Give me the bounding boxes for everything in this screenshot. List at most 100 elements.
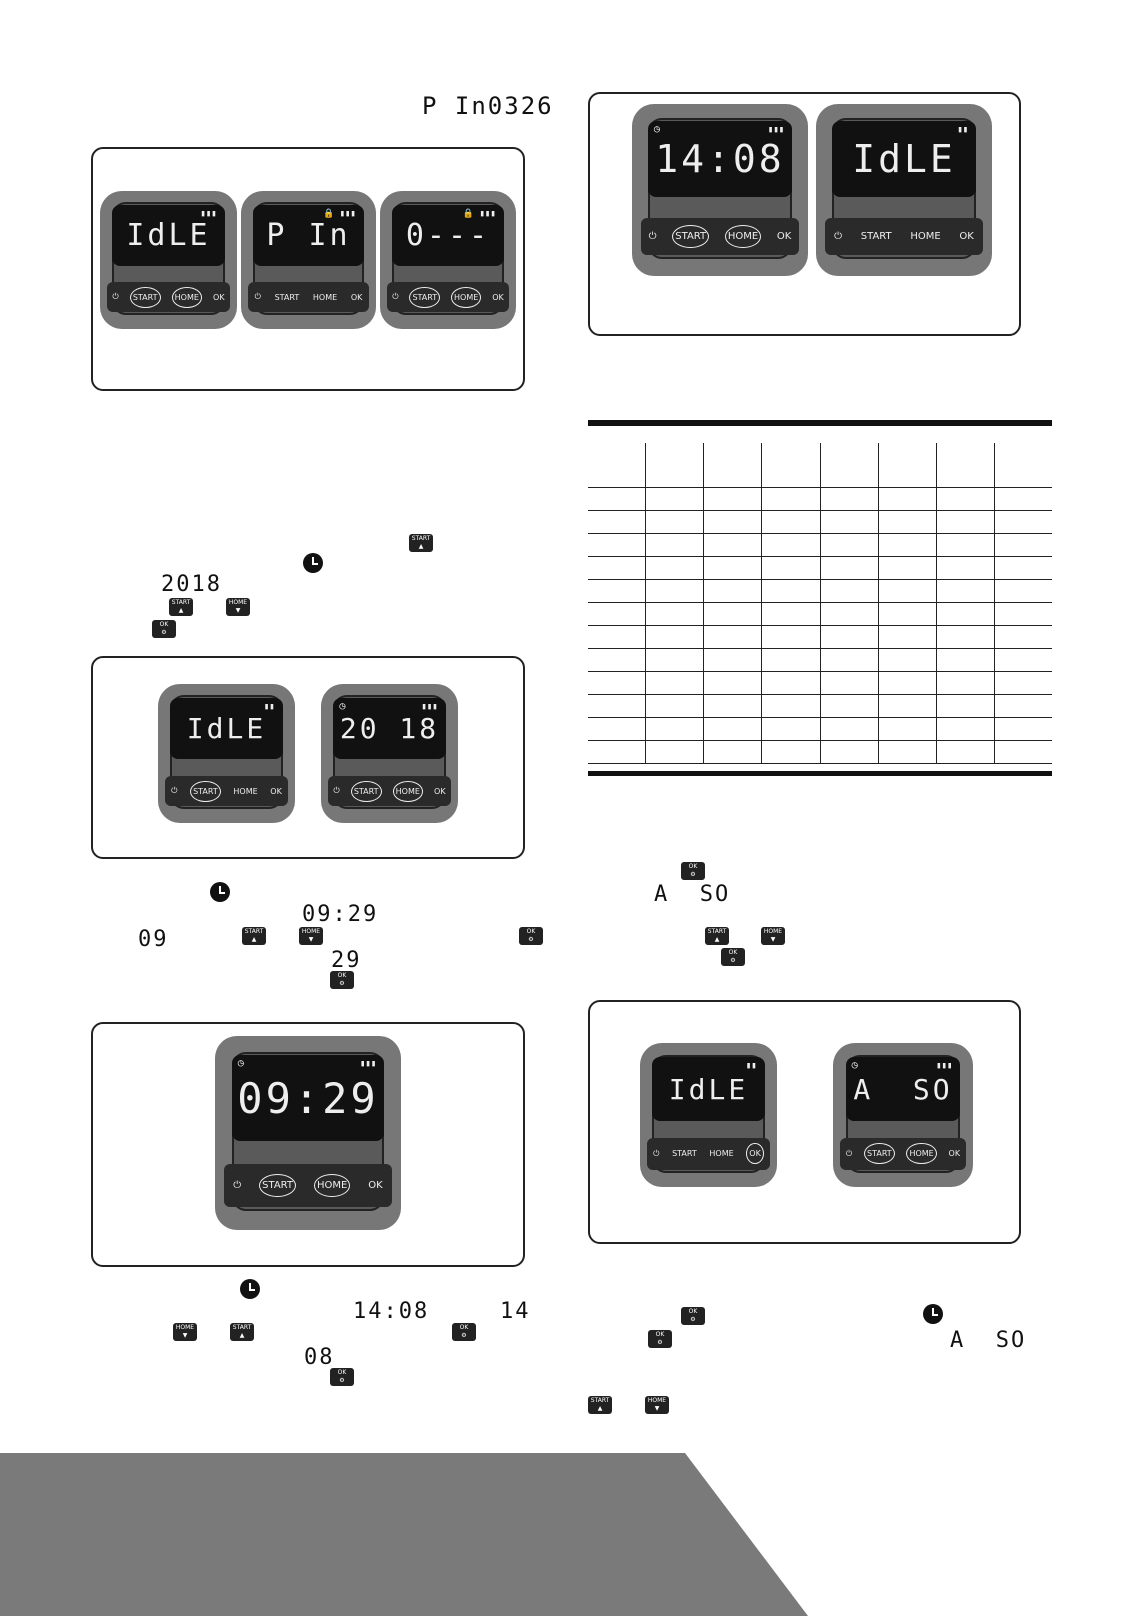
table-cell (703, 648, 762, 672)
table-row (588, 443, 1052, 488)
table-cell (761, 740, 820, 764)
table-bottom-rule (588, 771, 1052, 776)
table-cell (588, 533, 646, 557)
home-button-icon: HOME▼ (761, 927, 785, 945)
table-cell (761, 487, 820, 511)
hours-09-text: 09 (138, 927, 169, 952)
table-cell (645, 625, 704, 649)
table-cell (935, 671, 995, 695)
table-cell (588, 579, 646, 603)
table-cell (819, 487, 879, 511)
table-row (588, 579, 1052, 603)
table-cell (935, 625, 995, 649)
table-cell (645, 443, 704, 488)
table-cell (588, 487, 646, 511)
table-cell (877, 443, 937, 488)
table-cell (877, 648, 937, 672)
ok-button-icon: OK⚙ (681, 862, 705, 880)
table-cell (588, 443, 646, 488)
time-1408-text: 14:08 (353, 1299, 430, 1324)
table-cell (645, 671, 704, 695)
table-cell (703, 671, 762, 695)
table-row (588, 602, 1052, 626)
table-row (588, 740, 1052, 764)
table-cell (993, 443, 1052, 488)
table-cell (993, 740, 1052, 764)
table-row (588, 671, 1052, 695)
table-cell (819, 694, 879, 718)
table-row (588, 533, 1052, 557)
ok-button-icon: OK⚙ (721, 948, 745, 966)
start-button-icon: START▲ (588, 1396, 612, 1414)
clock-icon (210, 882, 230, 902)
table-cell (935, 717, 995, 741)
table-cell (935, 602, 995, 626)
table-cell (935, 648, 995, 672)
footer-band (0, 1453, 808, 1616)
table-cell (588, 648, 646, 672)
table-cell (588, 671, 646, 695)
table-cell (993, 579, 1052, 603)
table-cell (645, 602, 704, 626)
table-cell (993, 694, 1052, 718)
table-cell (588, 625, 646, 649)
start-button-icon: START▲ (169, 598, 193, 616)
table-cell (703, 533, 762, 557)
a-so-text: A SO (950, 1328, 1027, 1353)
table-cell (588, 717, 646, 741)
table-cell (935, 556, 995, 580)
table-cell (645, 510, 704, 534)
table-row (588, 510, 1052, 534)
table-cell (877, 556, 937, 580)
table-top-rule (588, 420, 1052, 426)
table-cell (761, 625, 820, 649)
year-text: 2018 (161, 572, 222, 597)
table-cell (761, 602, 820, 626)
table-cell (935, 694, 995, 718)
table-cell (761, 717, 820, 741)
clock-icon (923, 1304, 943, 1324)
table-cell (877, 579, 937, 603)
table-cell (935, 487, 995, 511)
ok-button-icon: OK⚙ (681, 1307, 705, 1325)
ok-button-icon: OK⚙ (519, 927, 543, 945)
clock-icon (303, 553, 323, 573)
table-cell (588, 556, 646, 580)
table-cell (935, 443, 995, 488)
table-cell (993, 487, 1052, 511)
table-cell (935, 533, 995, 557)
table-cell (819, 648, 879, 672)
table-cell (819, 443, 879, 488)
table-row (588, 625, 1052, 649)
ok-button-icon: OK⚙ (452, 1323, 476, 1341)
table-cell (877, 602, 937, 626)
hours-14-text: 14 (500, 1299, 531, 1324)
table-cell (703, 694, 762, 718)
table-cell (703, 740, 762, 764)
table-cell (819, 625, 879, 649)
minutes-29-text: 29 (331, 948, 362, 973)
table-cell (761, 510, 820, 534)
start-button-icon: START▲ (705, 927, 729, 945)
ok-button-icon: OK⚙ (330, 971, 354, 989)
table-cell (993, 625, 1052, 649)
table-cell (761, 443, 820, 488)
table-cell (877, 533, 937, 557)
table-cell (761, 694, 820, 718)
table-cell (993, 602, 1052, 626)
table-cell (877, 487, 937, 511)
table-cell (703, 579, 762, 603)
table-cell (588, 510, 646, 534)
table-cell (588, 740, 646, 764)
table-cell (819, 510, 879, 534)
table-row (588, 556, 1052, 580)
table-cell (645, 556, 704, 580)
